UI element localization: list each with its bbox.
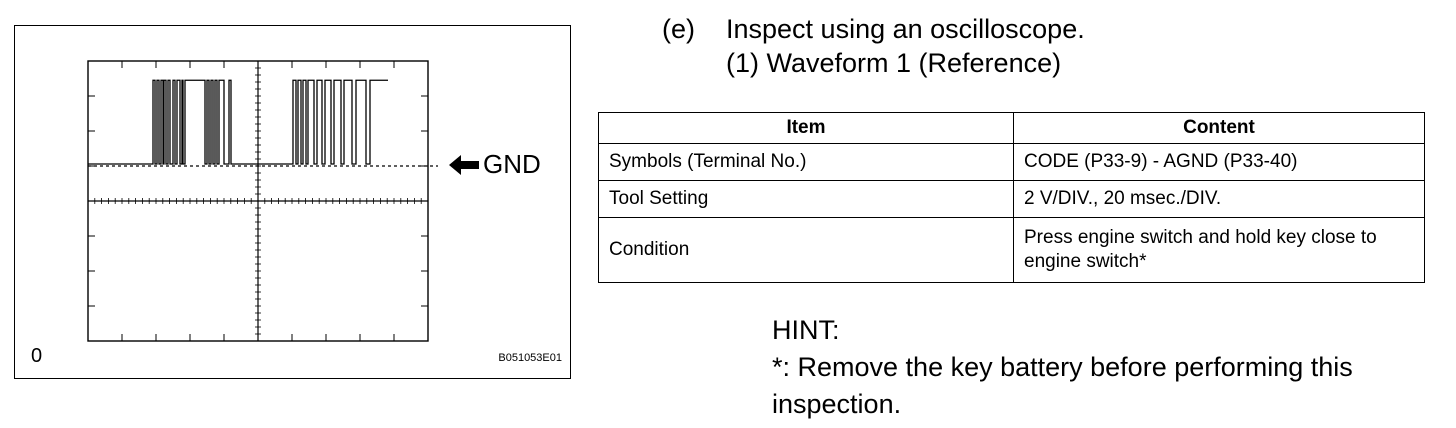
table-header-row: Item Content <box>598 112 1425 144</box>
hint-block: HINT: *: Remove the key battery before p… <box>772 312 1456 423</box>
row-content: Press engine switch and hold key close t… <box>1013 217 1425 283</box>
row-content: CODE (P33-9) - AGND (P33-40) <box>1013 143 1425 181</box>
hint-text: *: Remove the key battery before perform… <box>772 352 1353 419</box>
step-heading: (e) Inspect using an oscilloscope. <box>662 12 1085 46</box>
gnd-label: GND <box>449 149 541 180</box>
oscilloscope-figure: GND 0 B051053E01 <box>14 25 571 379</box>
row-item: Symbols (Terminal No.) <box>598 143 1014 181</box>
header-content: Content <box>1013 112 1425 144</box>
table-row: Tool Setting 2 V/DIV., 20 msec./DIV. <box>598 180 1425 218</box>
row-item: Condition <box>598 217 1014 283</box>
waveform-trace <box>88 79 388 165</box>
step-tag: (e) <box>662 14 695 44</box>
header-item: Item <box>598 112 1014 144</box>
gnd-text: GND <box>483 149 541 179</box>
figure-code: B051053E01 <box>498 352 562 364</box>
spec-table: Item Content Symbols (Terminal No.) CODE… <box>598 112 1425 283</box>
table-row: Condition Press engine switch and hold k… <box>598 217 1425 283</box>
sub-step: (1) Waveform 1 (Reference) <box>726 48 1062 78</box>
table-row: Symbols (Terminal No.) CODE (P33-9) - AG… <box>598 143 1425 181</box>
oscilloscope-screen <box>87 60 438 342</box>
hint-title: HINT: <box>772 315 840 345</box>
step-text: Inspect using an oscilloscope. <box>726 14 1085 44</box>
origin-label: 0 <box>31 345 43 367</box>
row-item: Tool Setting <box>598 180 1014 218</box>
row-content: 2 V/DIV., 20 msec./DIV. <box>1013 180 1425 218</box>
left-arrow-icon <box>449 154 479 175</box>
